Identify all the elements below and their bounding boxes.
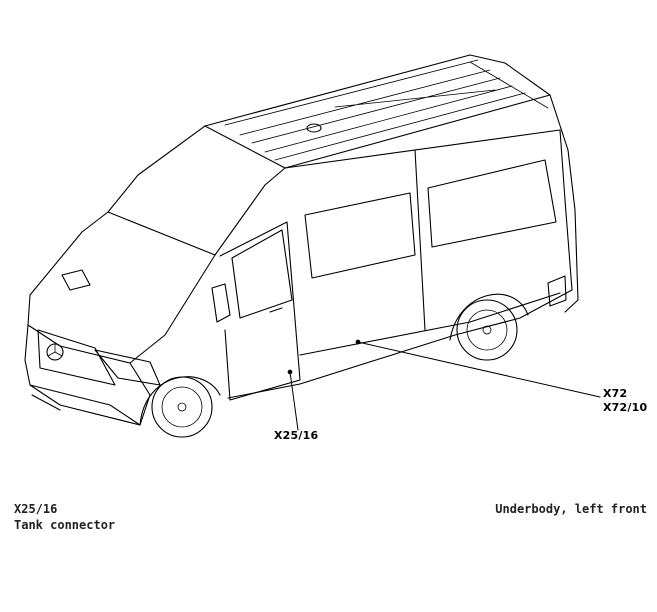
callout-x25-16: X25/16 xyxy=(274,429,319,442)
side-window-2 xyxy=(427,159,557,248)
rear-edge xyxy=(549,94,579,313)
side-window-1 xyxy=(304,192,416,279)
roof-antenna xyxy=(306,123,322,133)
leader-x25 xyxy=(289,371,299,431)
sliding-door-line xyxy=(414,149,426,331)
leader-x72 xyxy=(357,341,601,398)
roof-ribs xyxy=(224,59,549,161)
component-code: X25/16 xyxy=(14,502,58,516)
hood xyxy=(27,211,216,364)
component-name: Tank connector xyxy=(14,518,116,532)
grille xyxy=(37,329,116,386)
front-window xyxy=(231,229,293,319)
front-wheel-arch xyxy=(139,376,221,426)
windshield xyxy=(107,125,286,256)
headlight xyxy=(94,349,161,386)
rocker-stripe xyxy=(299,292,561,356)
body-side xyxy=(227,129,573,399)
component-location: Underbody, left front xyxy=(495,502,647,516)
front-face xyxy=(24,324,151,426)
rear-wheel-arch xyxy=(449,293,529,341)
rear-wheel xyxy=(456,299,518,361)
side-mirror xyxy=(211,283,231,323)
front-door xyxy=(219,221,301,401)
callout-x72-10: X72/10 xyxy=(603,401,648,414)
van-line-drawing xyxy=(24,54,601,438)
front-wheel xyxy=(151,376,213,438)
callout-x72: X72 xyxy=(603,387,628,400)
roof-outline xyxy=(204,54,551,169)
bumper xyxy=(29,384,141,426)
